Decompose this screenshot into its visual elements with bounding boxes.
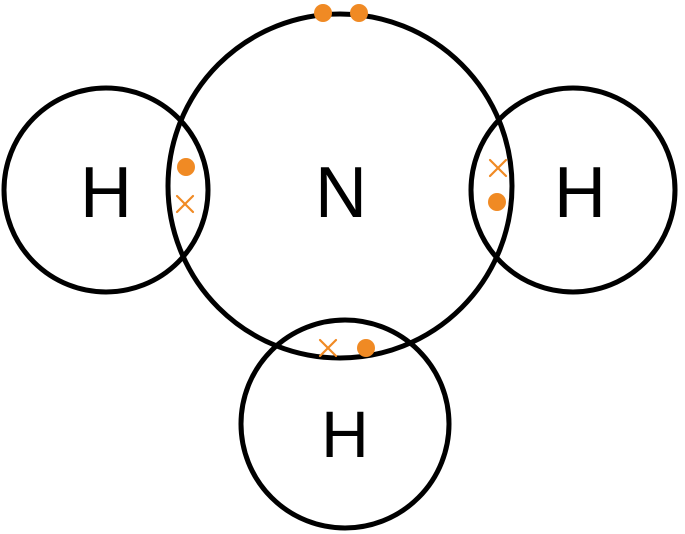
- nitrogen-shell: [165, 11, 515, 361]
- hydrogen-right-label: H: [554, 153, 606, 233]
- nitrogen-electron-dot: [357, 339, 375, 357]
- hydrogen-right-shell: [468, 85, 678, 295]
- hydrogen-left-label: H: [80, 153, 132, 233]
- lone-pair-electron-dot: [314, 4, 332, 22]
- hydrogen-electron-cross: [318, 338, 338, 358]
- hydrogen-bottom-shell: [238, 317, 452, 531]
- lone-pair-electron-dot: [350, 4, 368, 22]
- hydrogen-bottom-label: H: [321, 397, 369, 471]
- nitrogen-electron-dot: [488, 193, 506, 211]
- hydrogen-electron-cross: [175, 194, 195, 214]
- nitrogen-label: N: [315, 153, 367, 233]
- hydrogen-electron-cross: [488, 158, 508, 178]
- hydrogen-left-shell: [1, 85, 211, 295]
- nitrogen-electron-dot: [177, 158, 195, 176]
